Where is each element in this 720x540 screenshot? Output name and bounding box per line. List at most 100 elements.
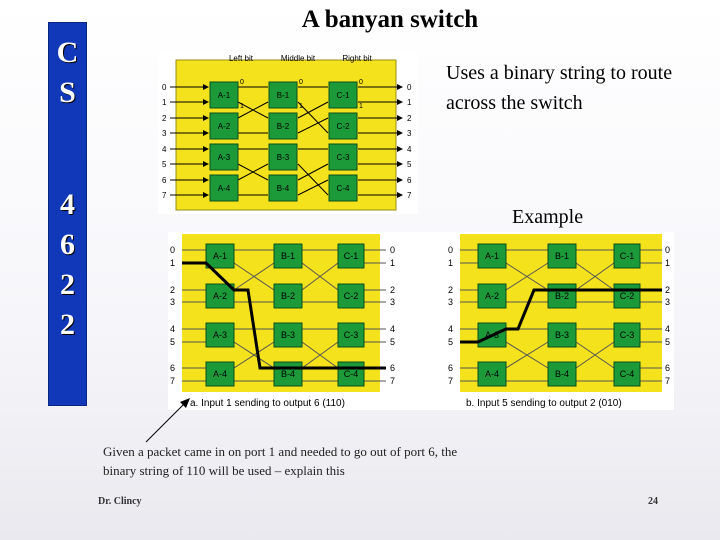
input-port: 7 bbox=[448, 376, 453, 386]
input-port: 7 bbox=[162, 191, 167, 200]
bit-label: 1 bbox=[359, 103, 363, 110]
input-port: 0 bbox=[170, 245, 175, 255]
route-path-b bbox=[460, 288, 662, 344]
switch-box-label: A-3 bbox=[213, 330, 227, 340]
output-port: 6 bbox=[665, 363, 670, 373]
switch-box-label: A-4 bbox=[485, 369, 499, 379]
output-port: 3 bbox=[407, 129, 412, 138]
bit-label: 0 bbox=[240, 79, 244, 86]
panel-a-input-ports: 0 1 2 3 4 5 6 7 bbox=[170, 245, 175, 386]
sidebar-letters-bottom: 4 6 2 2 bbox=[49, 185, 86, 345]
input-port: 5 bbox=[170, 337, 175, 347]
input-port: 3 bbox=[170, 297, 175, 307]
sidebar-letter: S bbox=[59, 76, 76, 109]
switch-box-label: A-2 bbox=[218, 122, 231, 131]
input-port: 1 bbox=[448, 258, 453, 268]
output-port: 7 bbox=[407, 191, 412, 200]
bit-label: 1 bbox=[240, 103, 244, 110]
output-port: 6 bbox=[407, 176, 412, 185]
output-port: 3 bbox=[390, 297, 395, 307]
switch-box-label: C-4 bbox=[337, 184, 350, 193]
input-port: 3 bbox=[162, 129, 167, 138]
input-port: 4 bbox=[448, 324, 453, 334]
switch-box-label: B-4 bbox=[555, 369, 569, 379]
switch-box-label: A-4 bbox=[213, 369, 227, 379]
input-port: 0 bbox=[448, 245, 453, 255]
switch-box-label: B-2 bbox=[281, 291, 295, 301]
bit-label: 0 bbox=[359, 79, 363, 86]
panel-b-caption: b. Input 5 sending to output 2 (010) bbox=[466, 398, 622, 409]
input-port: 5 bbox=[162, 160, 167, 169]
output-port: 0 bbox=[665, 245, 670, 255]
output-port: 0 bbox=[407, 83, 412, 92]
switch-box-label: C-1 bbox=[344, 251, 359, 261]
pointer-arrow bbox=[145, 398, 190, 443]
switch-box-label: C-2 bbox=[337, 122, 350, 131]
slide-description: Uses a binary string to route across the… bbox=[446, 62, 673, 114]
panel-b-input-ports: 0 1 2 3 4 5 6 7 bbox=[448, 245, 453, 386]
output-port: 7 bbox=[665, 376, 670, 386]
switch-box-label: A-1 bbox=[218, 91, 231, 100]
bit-label: 1 bbox=[299, 103, 303, 110]
switch-box-label: B-4 bbox=[281, 369, 295, 379]
switch-box-label: C-4 bbox=[620, 369, 635, 379]
output-port: 1 bbox=[665, 258, 670, 268]
top-output-ports: 0 1 2 3 4 5 6 7 bbox=[407, 83, 412, 200]
output-port: 6 bbox=[390, 363, 395, 373]
top-input-ports: 0 1 2 3 4 5 6 7 bbox=[162, 83, 167, 200]
output-port: 3 bbox=[665, 297, 670, 307]
switch-box-label: B-3 bbox=[555, 330, 569, 340]
output-port: 2 bbox=[407, 114, 412, 123]
input-port: 6 bbox=[448, 363, 453, 373]
input-port: 4 bbox=[170, 324, 175, 334]
panel-a-output-ports: 0 1 2 3 4 5 6 7 bbox=[390, 245, 395, 386]
output-port: 7 bbox=[390, 376, 395, 386]
author-footer: Dr. Clincy bbox=[98, 496, 142, 507]
output-port: 4 bbox=[390, 324, 395, 334]
switch-box-label: B-4 bbox=[277, 184, 290, 193]
slide-title: A banyan switch bbox=[301, 6, 479, 33]
switch-box-label: B-1 bbox=[555, 251, 569, 261]
output-port: 2 bbox=[665, 285, 670, 295]
switch-box-label: C-2 bbox=[344, 291, 359, 301]
switch-box-label: C-3 bbox=[344, 330, 359, 340]
input-port: 1 bbox=[170, 258, 175, 268]
switch-box-label: C-1 bbox=[620, 251, 635, 261]
switch-box-label: B-3 bbox=[281, 330, 295, 340]
panel-b-output-ports: 0 1 2 3 4 5 6 7 bbox=[665, 245, 670, 386]
output-port: 1 bbox=[407, 98, 412, 107]
output-port: 5 bbox=[390, 337, 395, 347]
sidebar-band: C S 4 6 2 2 bbox=[48, 22, 87, 406]
output-port: 4 bbox=[407, 145, 412, 154]
input-port: 1 bbox=[162, 98, 167, 107]
switch-box-label: A-3 bbox=[218, 153, 231, 162]
switch-box-label: C-3 bbox=[337, 153, 350, 162]
switch-box-label: C-2 bbox=[620, 291, 635, 301]
bit-label-middle: Middle bit bbox=[281, 54, 316, 63]
input-port: 2 bbox=[448, 285, 453, 295]
input-port: 2 bbox=[162, 114, 167, 123]
sidebar-letter: 4 bbox=[60, 188, 75, 221]
input-port: 4 bbox=[162, 145, 167, 154]
page-number: 24 bbox=[648, 496, 658, 507]
bit-label-right: Right bit bbox=[342, 54, 372, 63]
output-port: 2 bbox=[390, 285, 395, 295]
switch-box-label: A-2 bbox=[485, 291, 499, 301]
output-port: 5 bbox=[407, 160, 412, 169]
input-port: 6 bbox=[162, 176, 167, 185]
top-banyan-diagram: Left bit Middle bit Right bit 0 1 2 3 4 … bbox=[158, 52, 418, 214]
bit-label-left: Left bit bbox=[229, 54, 254, 63]
switch-box-label: B-2 bbox=[277, 122, 290, 131]
sidebar-letter: 2 bbox=[60, 268, 75, 301]
example-label: Example bbox=[512, 206, 584, 228]
input-port: 0 bbox=[162, 83, 167, 92]
switch-box-label: B-1 bbox=[281, 251, 295, 261]
panel-a-caption: a. Input 1 sending to output 6 (110) bbox=[190, 398, 345, 409]
input-port: 2 bbox=[170, 285, 175, 295]
switch-box-label: A-4 bbox=[218, 184, 231, 193]
output-port: 5 bbox=[665, 337, 670, 347]
input-port: 3 bbox=[448, 297, 453, 307]
input-port: 6 bbox=[170, 363, 175, 373]
sidebar-letter: C bbox=[56, 36, 79, 69]
explanation-caption: Given a packet came in on port 1 and nee… bbox=[103, 444, 458, 478]
